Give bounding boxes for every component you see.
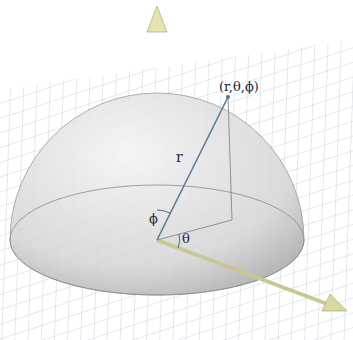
- projection-line: [157, 220, 232, 240]
- phi-arc: [157, 210, 170, 213]
- z-axis: [155, 30, 160, 240]
- x-axis: [157, 240, 330, 305]
- point-coordinates: (r,θ,ϕ): [219, 80, 259, 93]
- theta-arc: [178, 234, 180, 248]
- grid-plane: [0, 40, 353, 340]
- radius-label: r: [176, 150, 183, 164]
- projection-line: [228, 97, 232, 220]
- angle-label: θ: [182, 232, 190, 245]
- z-axis-arrowhead: [147, 6, 167, 32]
- angle-label: ϕ: [149, 212, 158, 225]
- x-axis-arrowhead: [322, 294, 347, 311]
- radius-vector: [157, 97, 228, 240]
